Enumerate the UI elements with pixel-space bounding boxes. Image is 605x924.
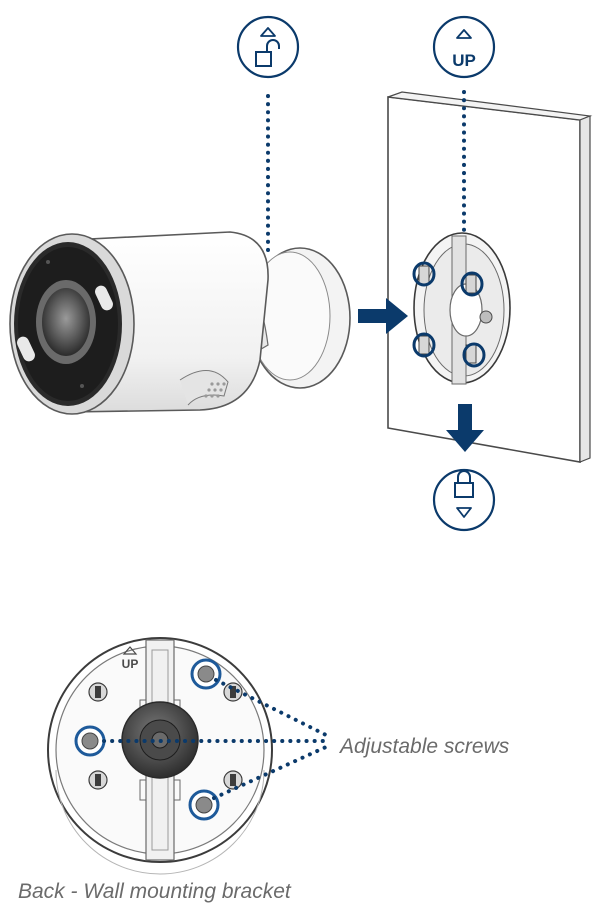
screw-callout-lines — [102, 678, 328, 800]
up-badge-label: UP — [452, 51, 476, 70]
screw-highlight — [412, 261, 436, 287]
bracket-screw-highlights — [412, 261, 486, 368]
adjustable-screw — [74, 725, 106, 757]
screw-highlight — [412, 332, 436, 358]
adjustable-screw — [188, 789, 220, 821]
lock-down-icon — [432, 468, 496, 532]
arrow-down-icon — [446, 404, 484, 452]
screw-highlight — [462, 342, 486, 368]
wall-bracket — [413, 232, 511, 385]
adjustable-screw — [190, 658, 222, 690]
up-arrow-icon: UP — [432, 15, 496, 79]
bracket-back-view: UP — [47, 637, 273, 875]
arrow-right-icon — [358, 298, 408, 334]
unlock-up-icon — [236, 15, 300, 79]
figure-caption: Back - Wall mounting bracket — [18, 880, 292, 903]
screw-highlight — [460, 271, 484, 297]
bracket-up-label: UP — [122, 657, 139, 671]
adjustable-screws-label: Adjustable screws — [338, 735, 510, 758]
camera — [9, 231, 351, 415]
